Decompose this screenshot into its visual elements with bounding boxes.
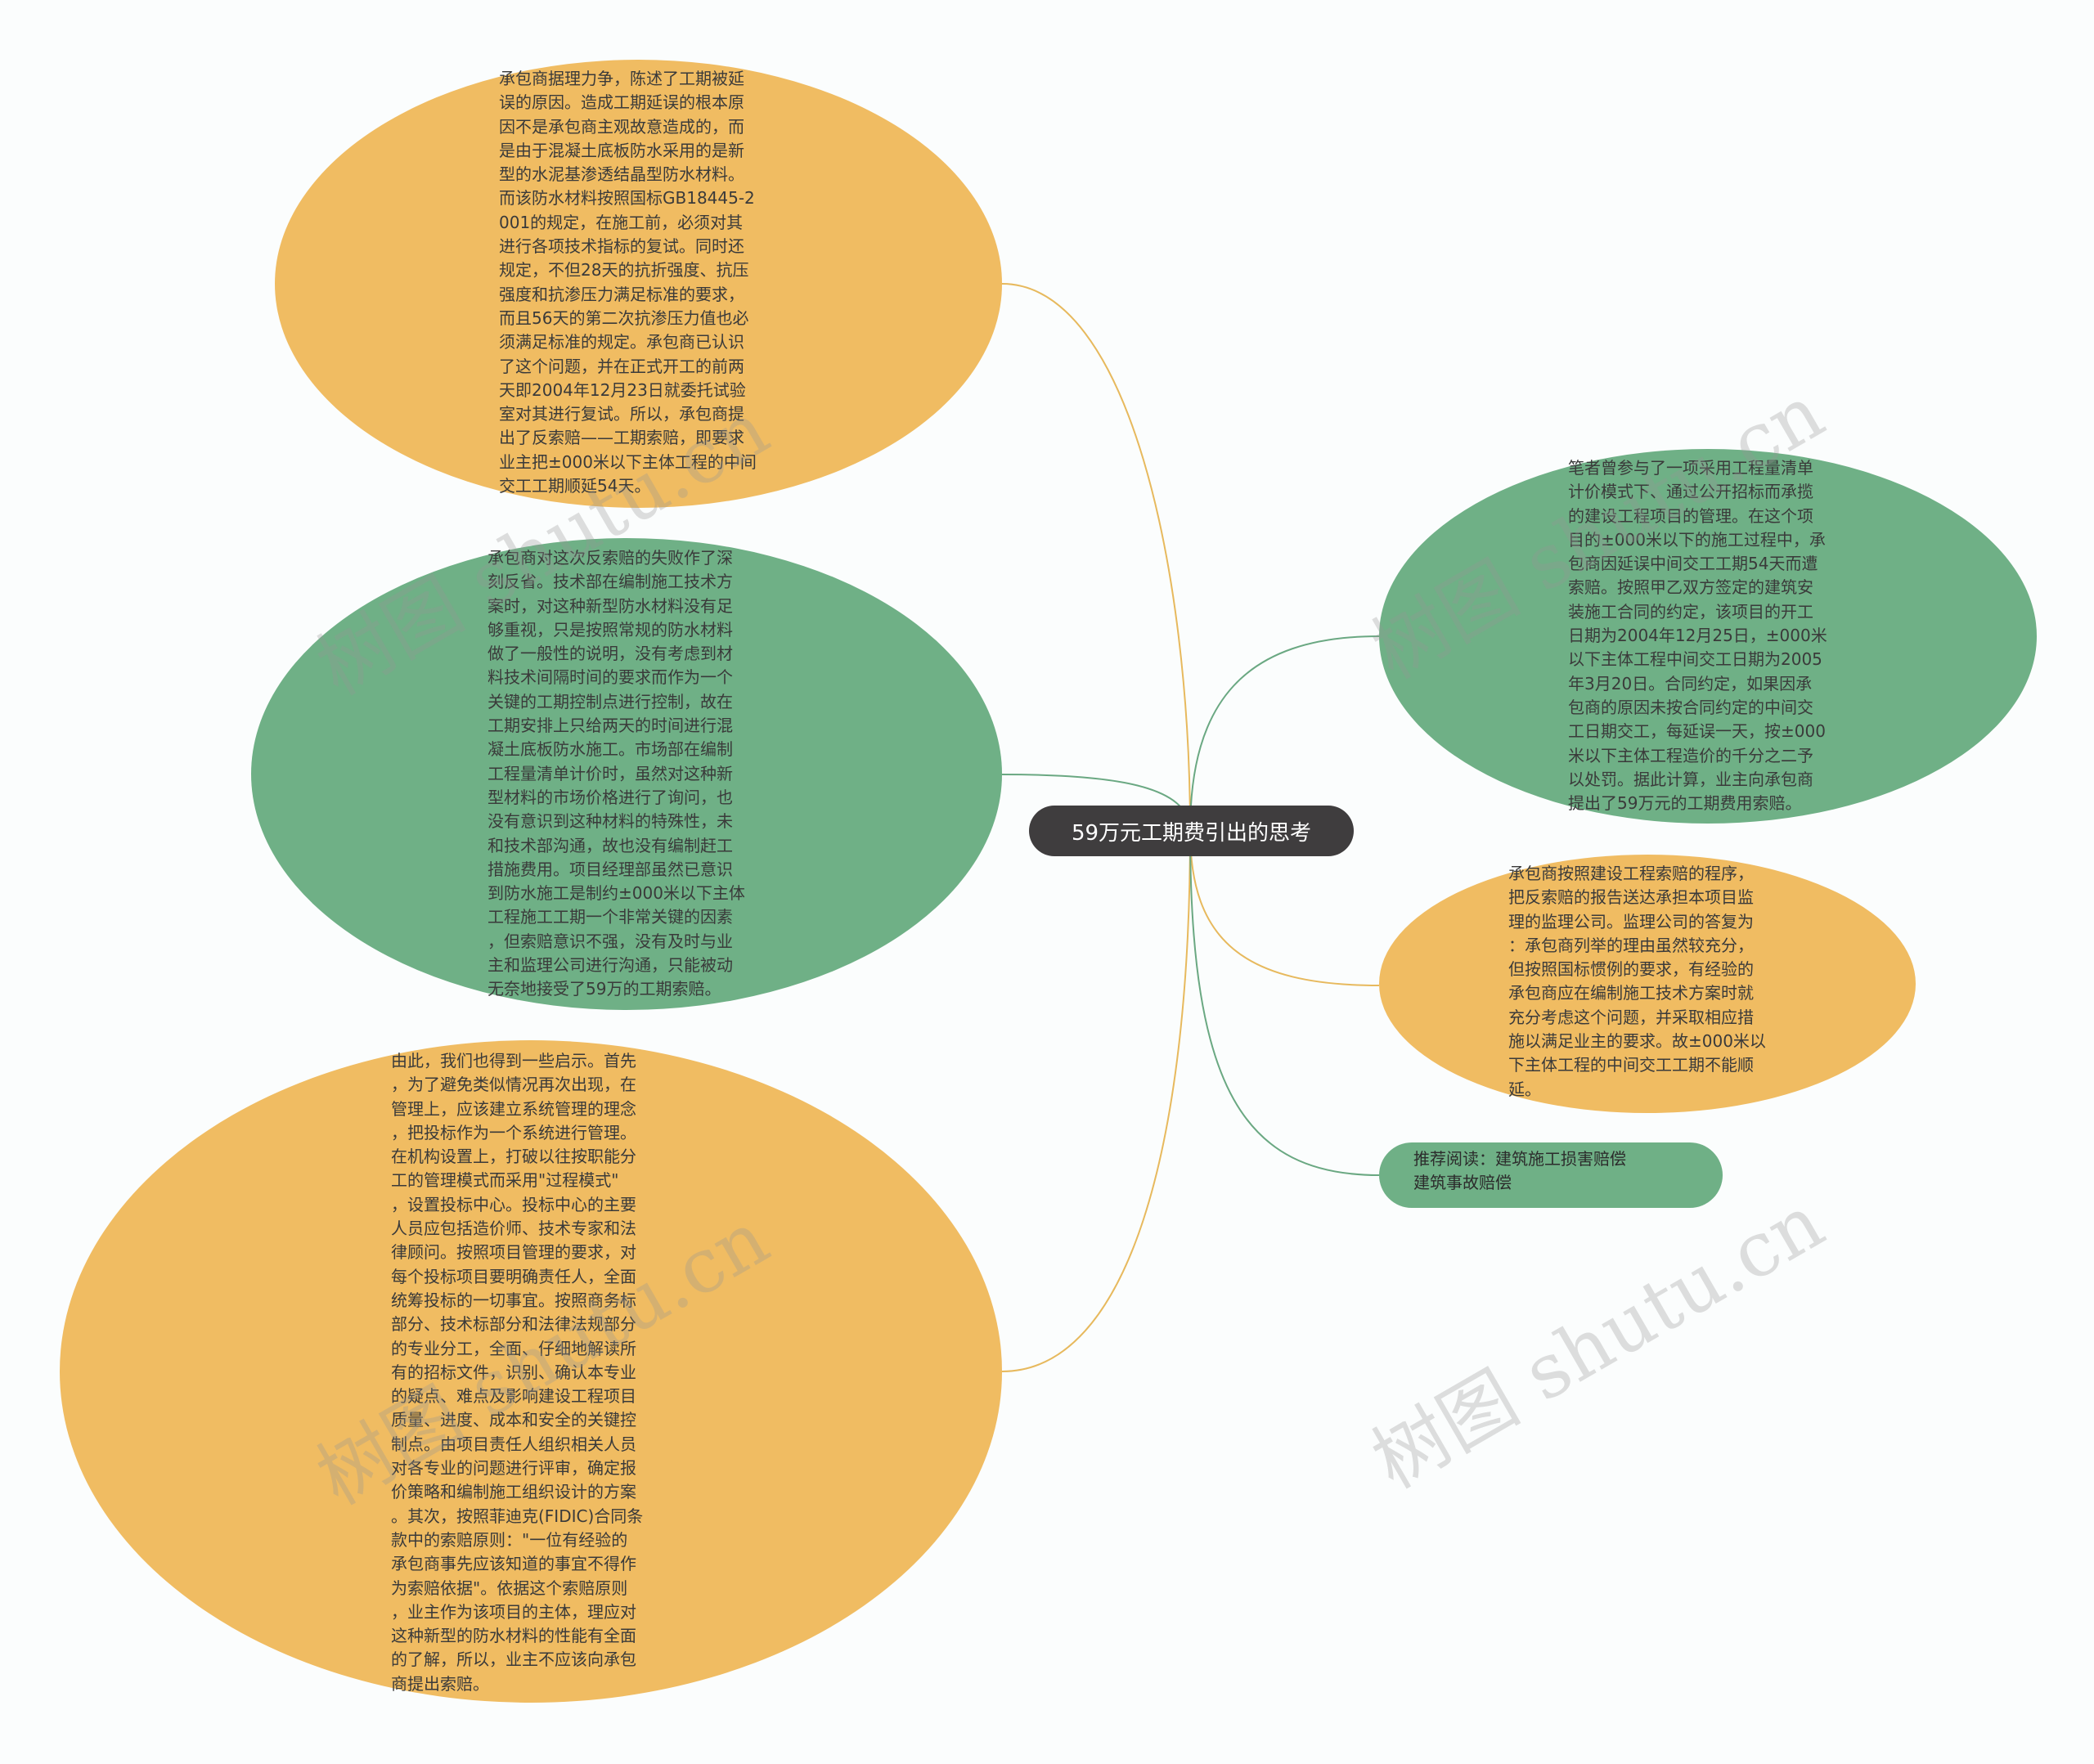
edge-top-left xyxy=(1001,283,1191,832)
node-top-right[interactable] xyxy=(1379,449,2037,824)
node-bottom-left[interactable] xyxy=(60,1040,1002,1703)
edge-recommend xyxy=(1189,830,1380,1176)
edge-middle-right xyxy=(1189,830,1380,986)
node-bottom-left-text: 由此，我们也得到一些启示。首先 ，为了避免类似情况再次出现，在 管理上，应该建立… xyxy=(391,1051,644,1694)
node-middle-left[interactable] xyxy=(251,538,1002,1010)
node-top-left-text: 承包商据理力争，陈述了工期被延 误的原因。造成工期延误的根本原 因不是承包商主观… xyxy=(499,69,757,496)
root-topic[interactable]: 59万元工期费引出的思考 xyxy=(1029,806,1354,856)
node-recommend[interactable] xyxy=(1379,1142,1723,1208)
node-recommend-text[interactable]: 推荐阅读：建筑施工损害赔偿 建筑事故赔偿 xyxy=(1413,1149,1626,1193)
root-topic-label: 59万元工期费引出的思考 xyxy=(1071,820,1312,846)
node-middle-right-text: 承包商按照建设工程索赔的程序， 把反索赔的报告送达承担本项目监 理的监理公司。监… xyxy=(1508,864,1766,1099)
node-middle-left-text: 承包商对这次反索赔的失败作了深 刻反省。技术部在编制施工技术方 案时，对这种新型… xyxy=(488,548,745,999)
node-top-right-text: 笔者曾参与了一项采用工程量清单 计价模式下、通过公开招标而承揽 的建设工程项目的… xyxy=(1568,458,1827,814)
node-top-left[interactable] xyxy=(275,60,1002,508)
node-middle-right[interactable] xyxy=(1379,855,1916,1113)
edge-top-right xyxy=(1189,635,1380,832)
edge-bottom-left xyxy=(1001,830,1191,1372)
